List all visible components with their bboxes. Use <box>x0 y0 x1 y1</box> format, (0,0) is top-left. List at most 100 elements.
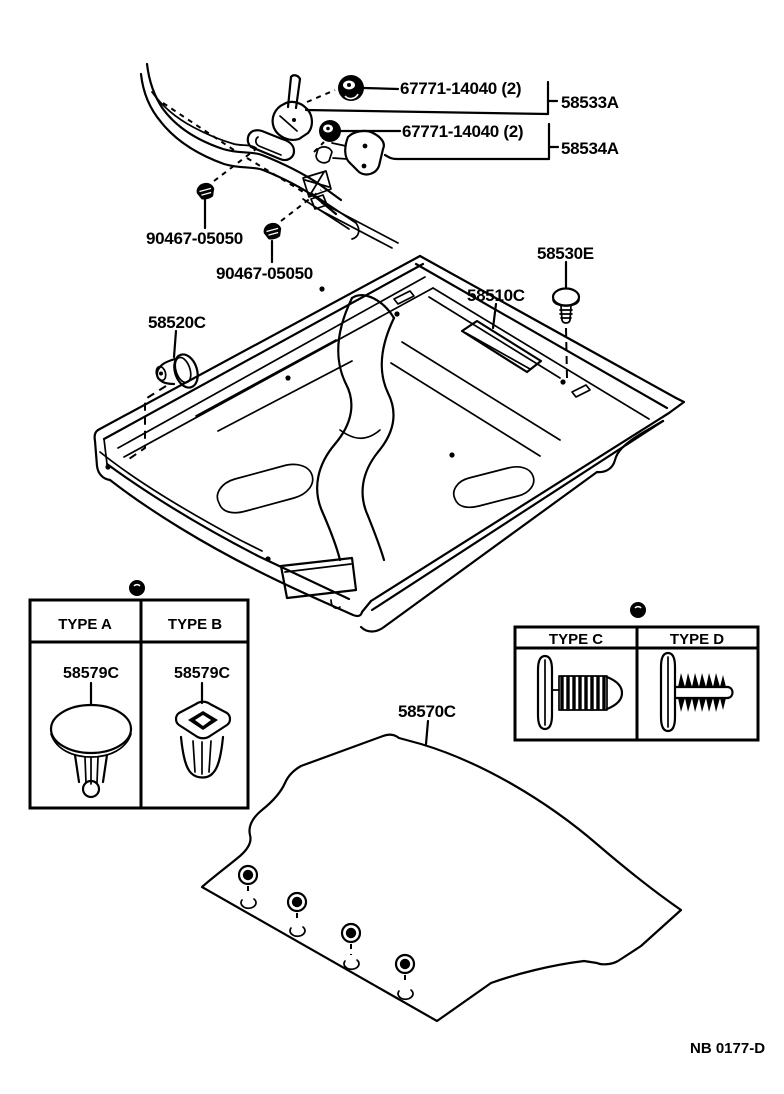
sill-assembly-drawing <box>139 62 560 264</box>
carpet-clip-center <box>399 958 411 970</box>
clip-ribs <box>199 187 212 196</box>
floor-pan-drawing <box>93 254 686 633</box>
front-corner-tick <box>330 599 341 609</box>
type-c-header: TYPE C <box>549 631 603 648</box>
clip-a-head-rim <box>50 733 132 758</box>
front-right-skirt <box>359 419 665 633</box>
clip1-dashed-leader <box>213 148 257 182</box>
bolt-dot <box>265 556 271 562</box>
plug-flange <box>173 353 199 389</box>
sill-extension-line3 <box>315 207 393 249</box>
clip-d-shaft-tip <box>726 685 734 700</box>
carpet-hole-1 <box>240 898 257 910</box>
sill-extension-line4 <box>321 202 399 244</box>
retainer-grommet-lower-icon <box>319 120 341 142</box>
clip-c-tip <box>605 675 624 711</box>
part-label-58510C: 58510C <box>467 286 525 305</box>
marker-dot <box>129 580 145 596</box>
tunnel-right-edge <box>361 316 396 562</box>
carpet-clip-1 <box>237 864 259 886</box>
rear-left-rail-inner <box>102 262 425 441</box>
floor-pocket-left <box>216 463 314 514</box>
part-label-58579C-b: 58579C <box>174 665 230 682</box>
carpet-clip-2 <box>286 891 308 913</box>
carpet-hole-2 <box>289 926 306 938</box>
grommet-center <box>347 83 351 87</box>
bracket-loop <box>246 129 296 162</box>
panel-label-line <box>491 302 498 330</box>
clip-plug-shape <box>196 182 215 200</box>
screw-head-lip <box>552 299 580 307</box>
type-b-clip-icon <box>174 681 232 779</box>
clip-b-skirt-ribs <box>192 740 212 775</box>
part-label-58530E: 58530E <box>537 244 594 263</box>
carpet-label-line <box>424 719 430 746</box>
marker-dot <box>630 602 646 618</box>
part-label-58534A: 58534A <box>561 139 619 158</box>
part-label-58533A: 58533A <box>561 93 619 112</box>
type-b-header: TYPE B <box>168 616 222 633</box>
bolt-dot <box>319 286 325 292</box>
panel-58510C-inner <box>465 332 531 370</box>
carpet-clip-3 <box>340 922 362 944</box>
bolt-dot <box>105 464 111 470</box>
clip-a-tip-ball <box>81 779 101 799</box>
type-a-header: TYPE A <box>58 616 112 633</box>
clip-d-flange <box>659 651 677 733</box>
screw-tip <box>561 319 571 324</box>
plug-dashed-leader <box>125 385 167 462</box>
clip-c-rib-outline <box>558 675 608 711</box>
screw-dashed-leader <box>565 327 568 379</box>
carpet-drawing <box>200 719 683 1023</box>
plate-attach-line2 <box>332 157 348 160</box>
marker-dot-highlight <box>133 583 141 587</box>
type-d-clip-icon <box>659 651 734 733</box>
carpet-clip-ring <box>286 891 308 913</box>
part-label-58520C: 58520C <box>148 313 206 332</box>
type-cd-table: TYPE C TYPE D <box>513 602 760 742</box>
clip-mount-x2 <box>309 171 325 196</box>
clip-a-stem-left <box>73 753 81 784</box>
drawing-code: NB 0177-D <box>690 1040 765 1057</box>
front-left-sill-flange <box>99 451 263 552</box>
clip-a-stem-ribs <box>84 756 99 785</box>
screw-threads <box>559 309 573 319</box>
bolt-dot <box>449 452 455 458</box>
sill-centerline-dashed <box>162 102 238 153</box>
type-d-header: TYPE D <box>670 631 724 648</box>
plug-58520C-icon <box>155 353 199 389</box>
tunnel-left-edge <box>316 296 354 562</box>
retainer-upper-leader <box>362 86 400 91</box>
carpet-clip-ring <box>237 864 259 886</box>
part-label-58570C: 58570C <box>398 702 456 721</box>
retainer-grommet-upper-icon <box>338 75 364 101</box>
carpet-outline <box>200 733 683 1023</box>
clip-a-head <box>49 703 133 755</box>
plate-hole-dot1 <box>362 143 368 149</box>
front-right-rim-inner <box>370 419 665 612</box>
plate-attach-line1 <box>331 142 347 147</box>
part-label-67771-14040-upper: 67771-14040 (2) <box>400 79 521 98</box>
sill-flange-line <box>151 91 257 149</box>
marker-dot-ab <box>129 580 145 596</box>
bolt-dot <box>560 379 566 385</box>
deck-line-left <box>117 276 426 449</box>
clip-mount-lower <box>310 194 328 210</box>
grommet-lower-dashed-leader <box>313 141 325 153</box>
clip-90467-icon-2 <box>263 222 282 240</box>
carpet-clip-center <box>345 927 357 939</box>
carpet-clip-center <box>291 896 303 908</box>
front-left-sill-outer <box>108 478 373 618</box>
marker-dot-highlight <box>634 605 642 609</box>
clip-c-flange <box>536 654 554 731</box>
tunnel-top-cap <box>350 294 396 320</box>
carpet-clip-ring <box>340 922 362 944</box>
tunnel-hump-detail <box>339 429 381 440</box>
clip-b-flange <box>174 700 232 740</box>
part-label-58579C-a: 58579C <box>63 665 119 682</box>
clip2-dashed-leader <box>280 189 322 222</box>
part-label-67771-14040-lower: 67771-14040 (2) <box>402 122 523 141</box>
bracket-58533A-part <box>246 74 313 162</box>
marker-dot-cd <box>630 602 646 618</box>
